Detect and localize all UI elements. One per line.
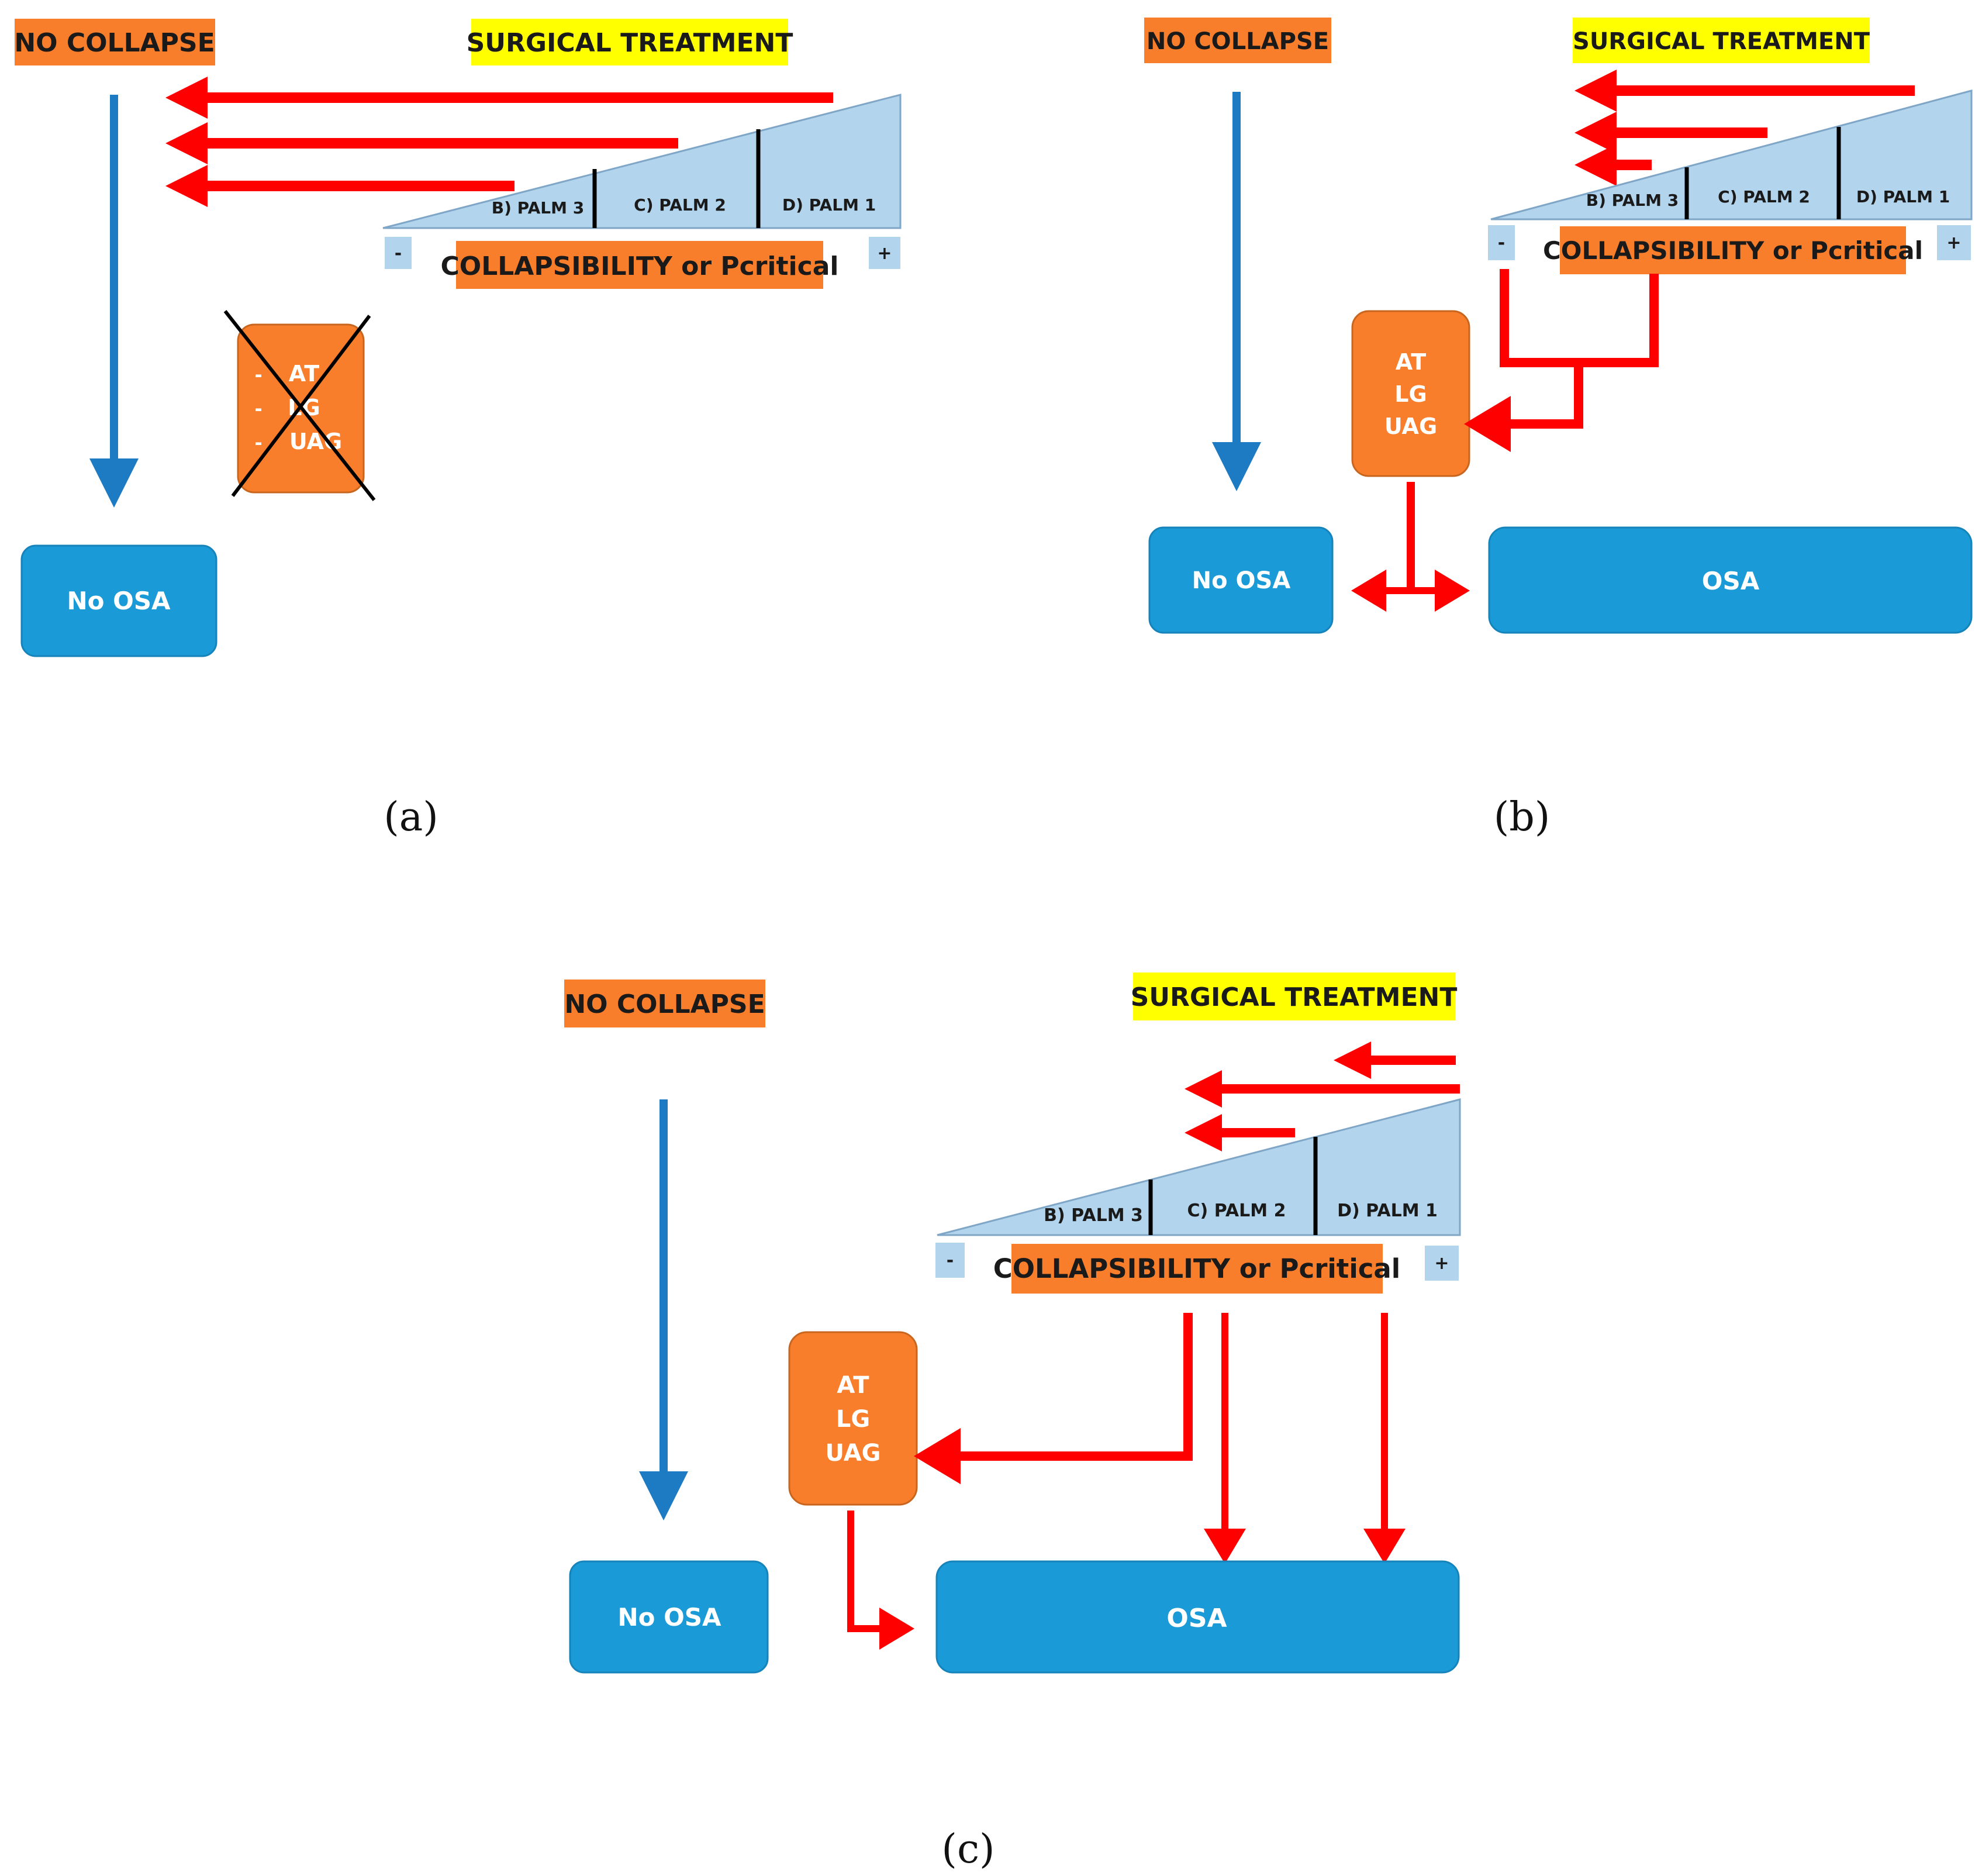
no-collapse-box <box>1144 18 1331 63</box>
collapsibility-box <box>1011 1244 1383 1294</box>
minus-label: - <box>947 1250 954 1271</box>
surgical-treatment-label: SURGICAL TREATMENT <box>1131 982 1458 1012</box>
no-osa-box <box>20 544 217 657</box>
no-osa-box <box>569 1560 769 1674</box>
caption-b: (b) <box>1494 794 1551 840</box>
no-collapse-box <box>15 19 215 65</box>
collapsibility-to-traits-arrow <box>914 1313 1193 1484</box>
trait-uag: UAG <box>825 1440 880 1467</box>
trait-dash: - <box>254 432 262 454</box>
collapsibility-to-traits-arrow <box>1464 363 1583 452</box>
minus-box <box>1488 225 1515 260</box>
caption-a: (a) <box>384 794 438 840</box>
panel-a: NO COLLAPSE SURGICAL TREATMENT B) PALM 3… <box>14 19 902 840</box>
palm1-label: D) PALM 1 <box>1337 1201 1438 1221</box>
plus-label: + <box>877 243 892 264</box>
surgical-treatment-box <box>1573 18 1870 63</box>
no-osa-label: No OSA <box>1192 567 1291 594</box>
no-osa-box <box>1148 526 1334 634</box>
minus-label: - <box>1498 233 1505 253</box>
plus-label: + <box>1946 233 1961 253</box>
palm1-label: D) PALM 1 <box>1856 187 1950 206</box>
osa-label: OSA <box>1702 567 1760 595</box>
collapsibility-wedge <box>382 94 902 229</box>
traits-to-osa-arrow <box>847 1511 914 1650</box>
collapsibility-label: COLLAPSIBILITY or Pcritical <box>1543 236 1923 265</box>
cross-out-mark <box>231 315 371 497</box>
palm1-label: D) PALM 1 <box>782 195 876 215</box>
no-collapse-label: NO COLLAPSE <box>564 989 765 1019</box>
plus-box <box>869 237 900 269</box>
surgical-treatment-box <box>1133 973 1455 1020</box>
trait-at: AT <box>289 361 319 387</box>
trait-lg: LG <box>1394 381 1427 407</box>
minus-box <box>385 237 412 269</box>
palm2-label: C) PALM 2 <box>1187 1201 1286 1221</box>
plus-label: + <box>1434 1253 1449 1274</box>
osa-label: OSA <box>1166 1603 1227 1633</box>
panel-b: NO COLLAPSE SURGICAL TREATMENT B) PALM 3… <box>1144 18 1973 840</box>
minus-box <box>935 1243 965 1278</box>
palm2-label: C) PALM 2 <box>1718 187 1810 206</box>
collapsibility-wedge <box>937 1098 1461 1236</box>
collapsibility-label: COLLAPSIBILITY or Pcritical <box>441 251 839 281</box>
traits-box <box>1351 310 1470 477</box>
no-collapse-label: NO COLLAPSE <box>1147 28 1329 55</box>
no-osa-label: No OSA <box>67 587 171 615</box>
collapsibility-wedge <box>1490 89 1973 220</box>
no-osa-label: No OSA <box>617 1603 721 1632</box>
traits-box <box>788 1331 918 1506</box>
surgical-treatment-label: SURGICAL TREATMENT <box>1573 28 1870 55</box>
palm3-label: B) PALM 3 <box>1044 1205 1143 1226</box>
caption-c: (c) <box>941 1826 995 1872</box>
panel-c: NO COLLAPSE SURGICAL TREATMENT B) PALM 3… <box>564 973 1461 1872</box>
collapsibility-box <box>456 241 823 289</box>
palm3-label: B) PALM 3 <box>1586 191 1679 210</box>
surgical-treatment-label: SURGICAL TREATMENT <box>467 28 793 58</box>
trait-dash: - <box>254 364 262 386</box>
surgical-treatment-box <box>471 19 788 65</box>
osa-box <box>1488 526 1973 634</box>
trait-lg: LG <box>836 1406 870 1433</box>
plus-box <box>1937 225 1971 260</box>
palm3-label: B) PALM 3 <box>492 198 584 218</box>
trait-dash: - <box>254 398 262 420</box>
trait-uag: UAG <box>1384 413 1437 439</box>
plus-box <box>1425 1246 1459 1281</box>
palm2-label: C) PALM 2 <box>634 195 726 215</box>
collapsibility-to-traits-arrow <box>1500 269 1659 367</box>
collapsibility-box <box>1560 226 1906 274</box>
trait-at: AT <box>837 1372 869 1399</box>
no-collapse-box <box>564 980 765 1027</box>
trait-at: AT <box>1396 349 1426 375</box>
minus-label: - <box>395 243 402 264</box>
no-collapse-label: NO COLLAPSE <box>14 28 215 58</box>
collapsibility-label: COLLAPSIBILITY or Pcritical <box>993 1253 1400 1284</box>
osa-box <box>935 1560 1460 1674</box>
